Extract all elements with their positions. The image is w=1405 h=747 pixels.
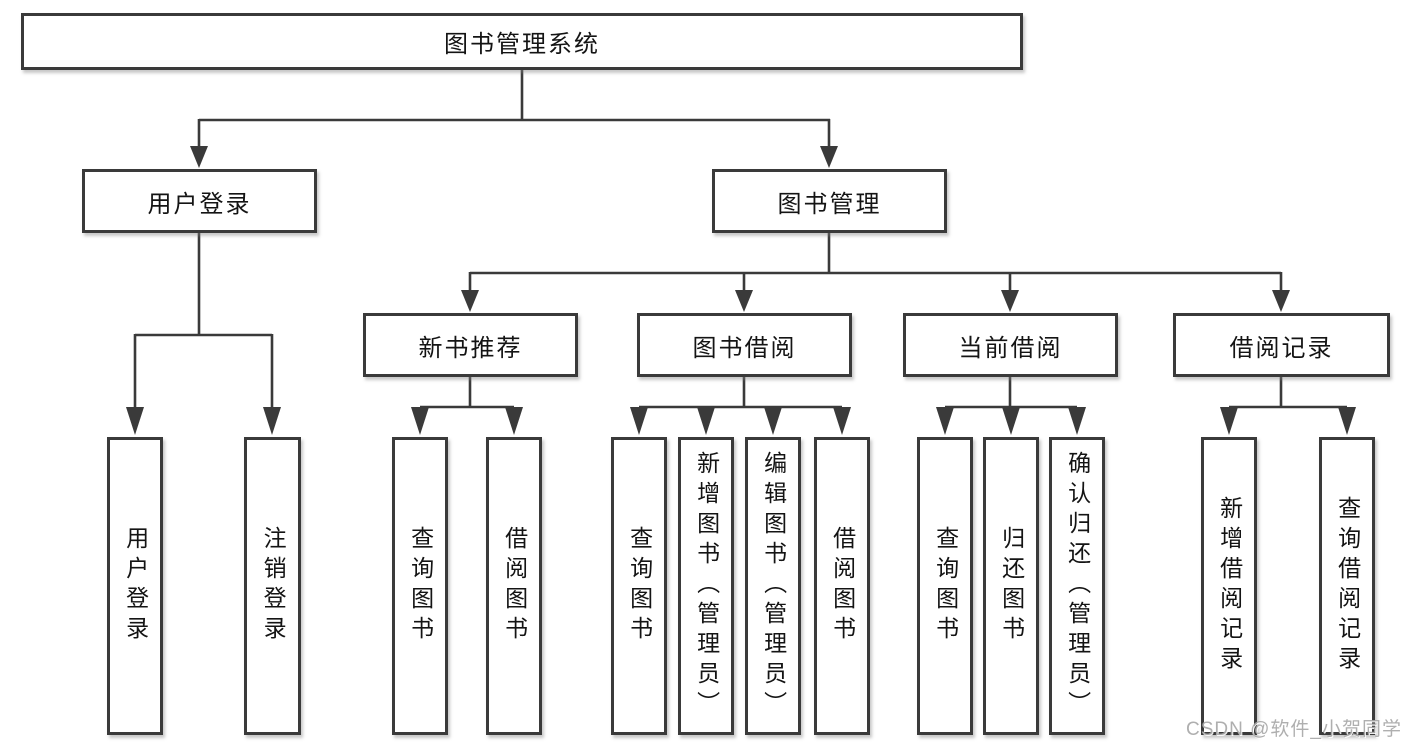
node-new-book-recommendation: 新书推荐 bbox=[363, 313, 578, 377]
node-current-borrowing: 当前借阅 bbox=[903, 313, 1118, 377]
node-borrowing-records-label: 借阅记录 bbox=[1229, 334, 1334, 362]
node-new-book-recommendation-label: 新书推荐 bbox=[418, 334, 523, 362]
node-return-books: 归还图书 bbox=[983, 437, 1039, 735]
node-borrow-books-1: 借阅图书 bbox=[486, 437, 542, 735]
node-book-management: 图书管理 bbox=[712, 169, 947, 233]
node-root-system: 图书管理系统 bbox=[21, 13, 1023, 70]
node-add-borrow-record-label: 新增借阅记录 bbox=[1216, 496, 1243, 676]
node-query-borrow-record-label: 查询借阅记录 bbox=[1334, 496, 1361, 676]
node-current-borrowing-label: 当前借阅 bbox=[958, 334, 1063, 362]
arrowheads bbox=[126, 146, 1356, 435]
node-query-books-1-label: 查询图书 bbox=[407, 526, 434, 646]
node-query-books-3: 查询图书 bbox=[917, 437, 973, 735]
node-confirm-return-admin: 确认归还（管理员） bbox=[1049, 437, 1105, 735]
node-borrow-books-2: 借阅图书 bbox=[814, 437, 870, 735]
node-add-books-admin: 新增图书（管理员） bbox=[678, 437, 734, 735]
node-logout: 注销登录 bbox=[244, 437, 301, 735]
node-book-management-label: 图书管理 bbox=[777, 190, 882, 218]
node-user-login: 用户登录 bbox=[82, 169, 317, 233]
node-add-books-admin-label: 新增图书（管理员） bbox=[693, 451, 720, 721]
node-edit-books-admin-label: 编辑图书（管理员） bbox=[760, 451, 787, 721]
node-return-books-label: 归还图书 bbox=[998, 526, 1025, 646]
node-add-borrow-record: 新增借阅记录 bbox=[1201, 437, 1257, 735]
node-borrow-books-2-label: 借阅图书 bbox=[829, 526, 856, 646]
node-edit-books-admin: 编辑图书（管理员） bbox=[745, 437, 801, 735]
node-logout-label: 注销登录 bbox=[260, 526, 287, 646]
node-book-borrowing-label: 图书借阅 bbox=[692, 334, 797, 362]
node-borrow-books-1-label: 借阅图书 bbox=[501, 526, 528, 646]
node-query-books-1: 查询图书 bbox=[392, 437, 448, 735]
node-user-login-action-label: 用户登录 bbox=[122, 526, 149, 646]
node-confirm-return-admin-label: 确认归还（管理员） bbox=[1064, 451, 1091, 721]
node-query-books-2: 查询图书 bbox=[611, 437, 667, 735]
node-query-books-2-label: 查询图书 bbox=[626, 526, 653, 646]
node-root-system-label: 图书管理系统 bbox=[444, 31, 600, 58]
node-book-borrowing: 图书借阅 bbox=[637, 313, 852, 377]
node-query-books-3-label: 查询图书 bbox=[932, 526, 959, 646]
csdn-watermark: CSDN @软件_小贺同学 bbox=[1186, 719, 1402, 740]
node-query-borrow-record: 查询借阅记录 bbox=[1319, 437, 1375, 735]
node-user-login-label: 用户登录 bbox=[147, 190, 252, 218]
node-user-login-action: 用户登录 bbox=[107, 437, 163, 735]
node-borrowing-records: 借阅记录 bbox=[1173, 313, 1390, 377]
